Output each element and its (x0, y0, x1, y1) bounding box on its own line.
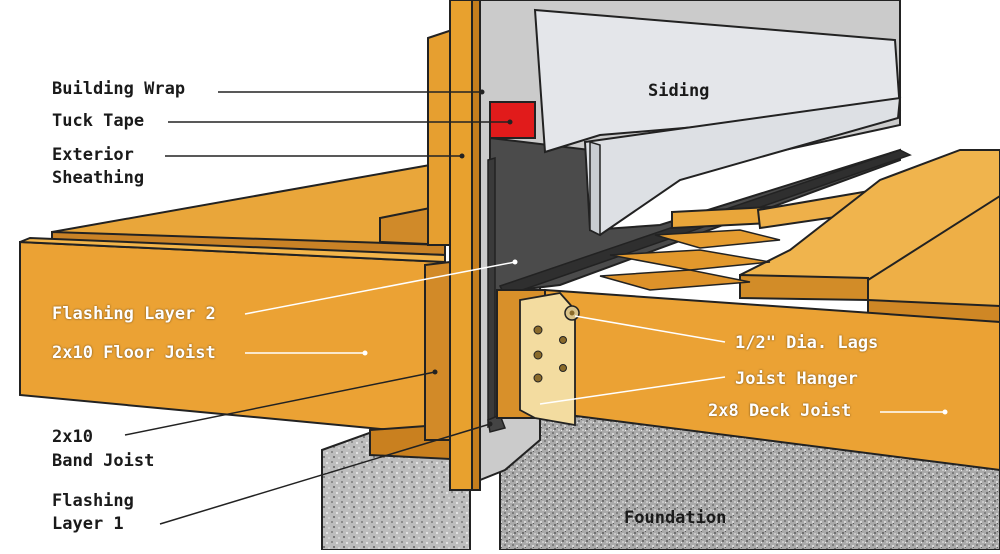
leader-band-joist (124, 371, 436, 436)
tuck-tape (489, 101, 536, 139)
hanger-hole-3 (533, 373, 543, 383)
siding-lower-edge (589, 140, 601, 237)
hanger-hole-5 (559, 364, 567, 372)
leader-joist-hanger (539, 376, 726, 405)
label-band-joist-line2: Band Joist (52, 451, 155, 471)
joist-hanger (519, 292, 576, 427)
hanger-hole-4 (559, 336, 567, 344)
deck-slat-c (654, 229, 781, 249)
label-siding: Siding (648, 81, 710, 101)
label-joist-hanger: Joist Hanger (735, 369, 858, 389)
wall-plate (427, 28, 453, 246)
flashing-layer-1-strip (487, 157, 496, 428)
deck-board-3-edge (739, 273, 869, 302)
label-deck-joist: 2x8 Deck Joist (708, 401, 852, 421)
label-exterior-sheathing-line2: Sheathing (52, 168, 145, 188)
label-building-wrap: Building Wrap (52, 79, 186, 99)
leader-flashing-layer-1 (159, 423, 491, 525)
label-exterior-sheathing-line1: Exterior (52, 145, 134, 165)
label-lags: 1/2" Dia. Lags (735, 333, 879, 353)
label-flashing-layer-1-line1: Flashing (52, 491, 134, 511)
label-band-joist-line1: 2x10 (52, 427, 93, 447)
deck-board-4 (867, 194, 1000, 312)
label-floor-joist: 2x10 Floor Joist (52, 343, 216, 363)
label-flashing-layer-1-line2: Layer 1 (52, 514, 124, 534)
deck-slat-a (609, 249, 771, 271)
deck-slat-b (599, 269, 751, 291)
leader-flashing-layer-2 (244, 261, 516, 315)
floor-joist (19, 240, 446, 437)
band-joist (424, 260, 451, 441)
exterior-sheathing (449, 0, 473, 491)
leader-lags (574, 315, 726, 343)
label-flashing-layer-2: Flashing Layer 2 (52, 304, 216, 324)
exterior-sheathing-face (471, 0, 481, 491)
hanger-hole-2 (533, 350, 543, 360)
label-tuck-tape: Tuck Tape (52, 111, 145, 131)
floor-joist-top (19, 236, 446, 264)
hanger-hole-1 (533, 325, 543, 335)
label-foundation: Foundation (624, 508, 727, 528)
